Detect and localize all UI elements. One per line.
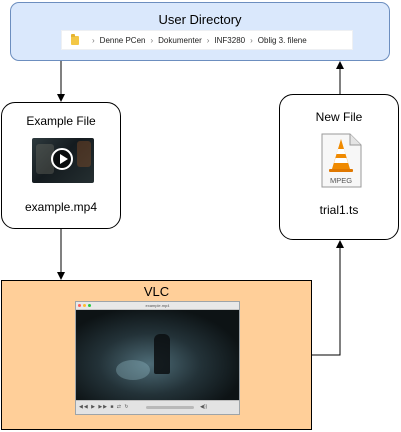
volume-icon: ◀)): [200, 404, 208, 410]
play-icon: [51, 148, 73, 170]
folder-icon: [71, 33, 79, 45]
new-file-name: trial1.ts: [319, 203, 359, 217]
vlc-titlebar: example.mp4: [76, 302, 239, 310]
vlc-title: VLC: [143, 284, 170, 299]
video-thumbnail: [32, 138, 94, 183]
example-file-title: Example File: [26, 114, 96, 128]
chevron-right-icon: ›: [92, 35, 95, 45]
chevron-right-icon: ›: [206, 35, 210, 45]
arrow-vlc-to-newfile: [312, 240, 344, 356]
breadcrumb-item: Dokumenter: [158, 35, 202, 45]
breadcrumb: › Denne PCen › Dokumenter › INF3280 › Ob…: [61, 30, 353, 50]
vlc-mpeg-document-icon: MPEG: [321, 133, 362, 188]
mpeg-label: MPEG: [330, 176, 352, 185]
example-file-node: Example File example.mp4: [1, 102, 121, 229]
user-directory-title: User Directory: [158, 12, 242, 27]
vlc-video-frame: [76, 310, 239, 400]
vlc-window-title: example.mp4: [145, 303, 170, 308]
new-file-node: New File MPEG trial1.ts: [279, 94, 399, 240]
vlc-player-window: example.mp4 ◀◀ ▶ ▶▶ ■ ⇄ ↻ ◀)): [75, 301, 240, 415]
breadcrumb-item: Denne PCen: [99, 35, 146, 45]
vlc-node: VLC example.mp4 ◀◀ ▶ ▶▶ ■ ⇄ ↻ ◀)): [1, 280, 312, 430]
vlc-controls-bar: ◀◀ ▶ ▶▶ ■ ⇄ ↻ ◀)): [76, 400, 239, 414]
user-directory-node: User Directory › Denne PCen › Dokumenter…: [10, 2, 390, 61]
breadcrumb-item: INF3280: [214, 35, 246, 45]
example-file-name: example.mp4: [24, 200, 98, 214]
seek-bar: [146, 406, 194, 409]
new-file-title: New File: [315, 110, 363, 124]
chevron-right-icon: ›: [250, 35, 253, 45]
playback-buttons-icon: ◀◀ ▶ ▶▶ ■ ⇄ ↻: [79, 404, 130, 410]
breadcrumb-item: Oblig 3. filene: [257, 35, 307, 45]
chevron-right-icon: ›: [150, 35, 154, 45]
